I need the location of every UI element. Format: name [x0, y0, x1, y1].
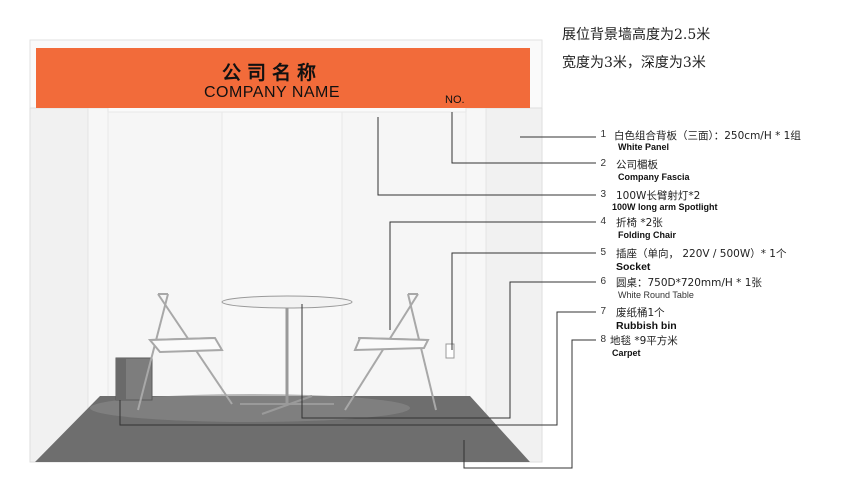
back-panel-3	[341, 111, 467, 418]
legend-number: 6	[600, 276, 606, 287]
right-panel-post	[465, 107, 487, 429]
company-fascia-board	[36, 48, 530, 108]
legend-label-en: Rubbish bin	[616, 320, 677, 332]
legend-label-cn: 圆桌：750D*720mm/H * 1张	[616, 277, 762, 289]
header-note-dimensions: 宽度为3米，深度为3米	[562, 55, 706, 71]
legend-label-cn: 折椅 *2张	[616, 217, 663, 229]
legend-number: 8	[600, 334, 606, 345]
fascia-no-label: NO.	[445, 94, 465, 106]
folding-chair-right	[344, 293, 437, 411]
legend-label-en: White Panel	[618, 142, 670, 152]
legend-number: 7	[600, 306, 606, 317]
legend-label-cn: 白色组合背板（三面）：250cm/H * 1组	[614, 130, 801, 142]
header-note-height: 展位背景墙高度为2.5米	[562, 27, 711, 43]
legend-number: 3	[600, 189, 606, 200]
leader-7	[119, 311, 596, 426]
socket	[445, 343, 455, 359]
leader-8	[463, 339, 596, 469]
legend-label-cn: 地毯 *9平方米	[610, 335, 678, 347]
legend-number: 5	[600, 247, 606, 258]
round-table-foot-2	[261, 395, 313, 415]
legend-label-en: White Round Table	[618, 290, 694, 300]
leader-2	[451, 112, 596, 164]
leader-3	[377, 117, 596, 196]
spotlight-glow	[90, 394, 410, 422]
legend-label-en: 100W long arm Spotlight	[612, 202, 718, 212]
legend-label-cn: 插座（单向， 220V / 500W）* 1个	[616, 248, 787, 260]
back-panel-2	[221, 111, 343, 418]
rubbish-bin-shade	[116, 358, 126, 400]
fascia-company-cn: 公司名称	[221, 62, 322, 84]
right-side-panel	[485, 107, 543, 463]
legend-number: 2	[600, 158, 606, 169]
legend-label-en: Company Fascia	[618, 172, 690, 182]
legend-label-cn: 废纸桶1个	[616, 307, 665, 319]
leader-lines	[119, 112, 596, 469]
legend-label-cn: 公司楣板	[616, 159, 658, 171]
left-panel-post	[87, 107, 109, 429]
left-side-panel	[29, 107, 89, 463]
legend-label-en: Carpet	[612, 348, 641, 358]
legend-number: 4	[600, 216, 606, 227]
legend-label-en: Folding Chair	[618, 230, 676, 240]
leader-5	[451, 252, 596, 350]
fascia-company-en: COMPANY NAME	[203, 84, 341, 101]
legend-label-cn: 100W长臂射灯*2	[616, 190, 701, 202]
legend-number: 1	[600, 129, 606, 140]
legend-label-en: Socket	[616, 261, 651, 273]
leader-4	[389, 221, 596, 330]
leader-6	[301, 281, 596, 419]
folding-chair-left	[137, 293, 233, 411]
round-table-top	[221, 295, 353, 309]
